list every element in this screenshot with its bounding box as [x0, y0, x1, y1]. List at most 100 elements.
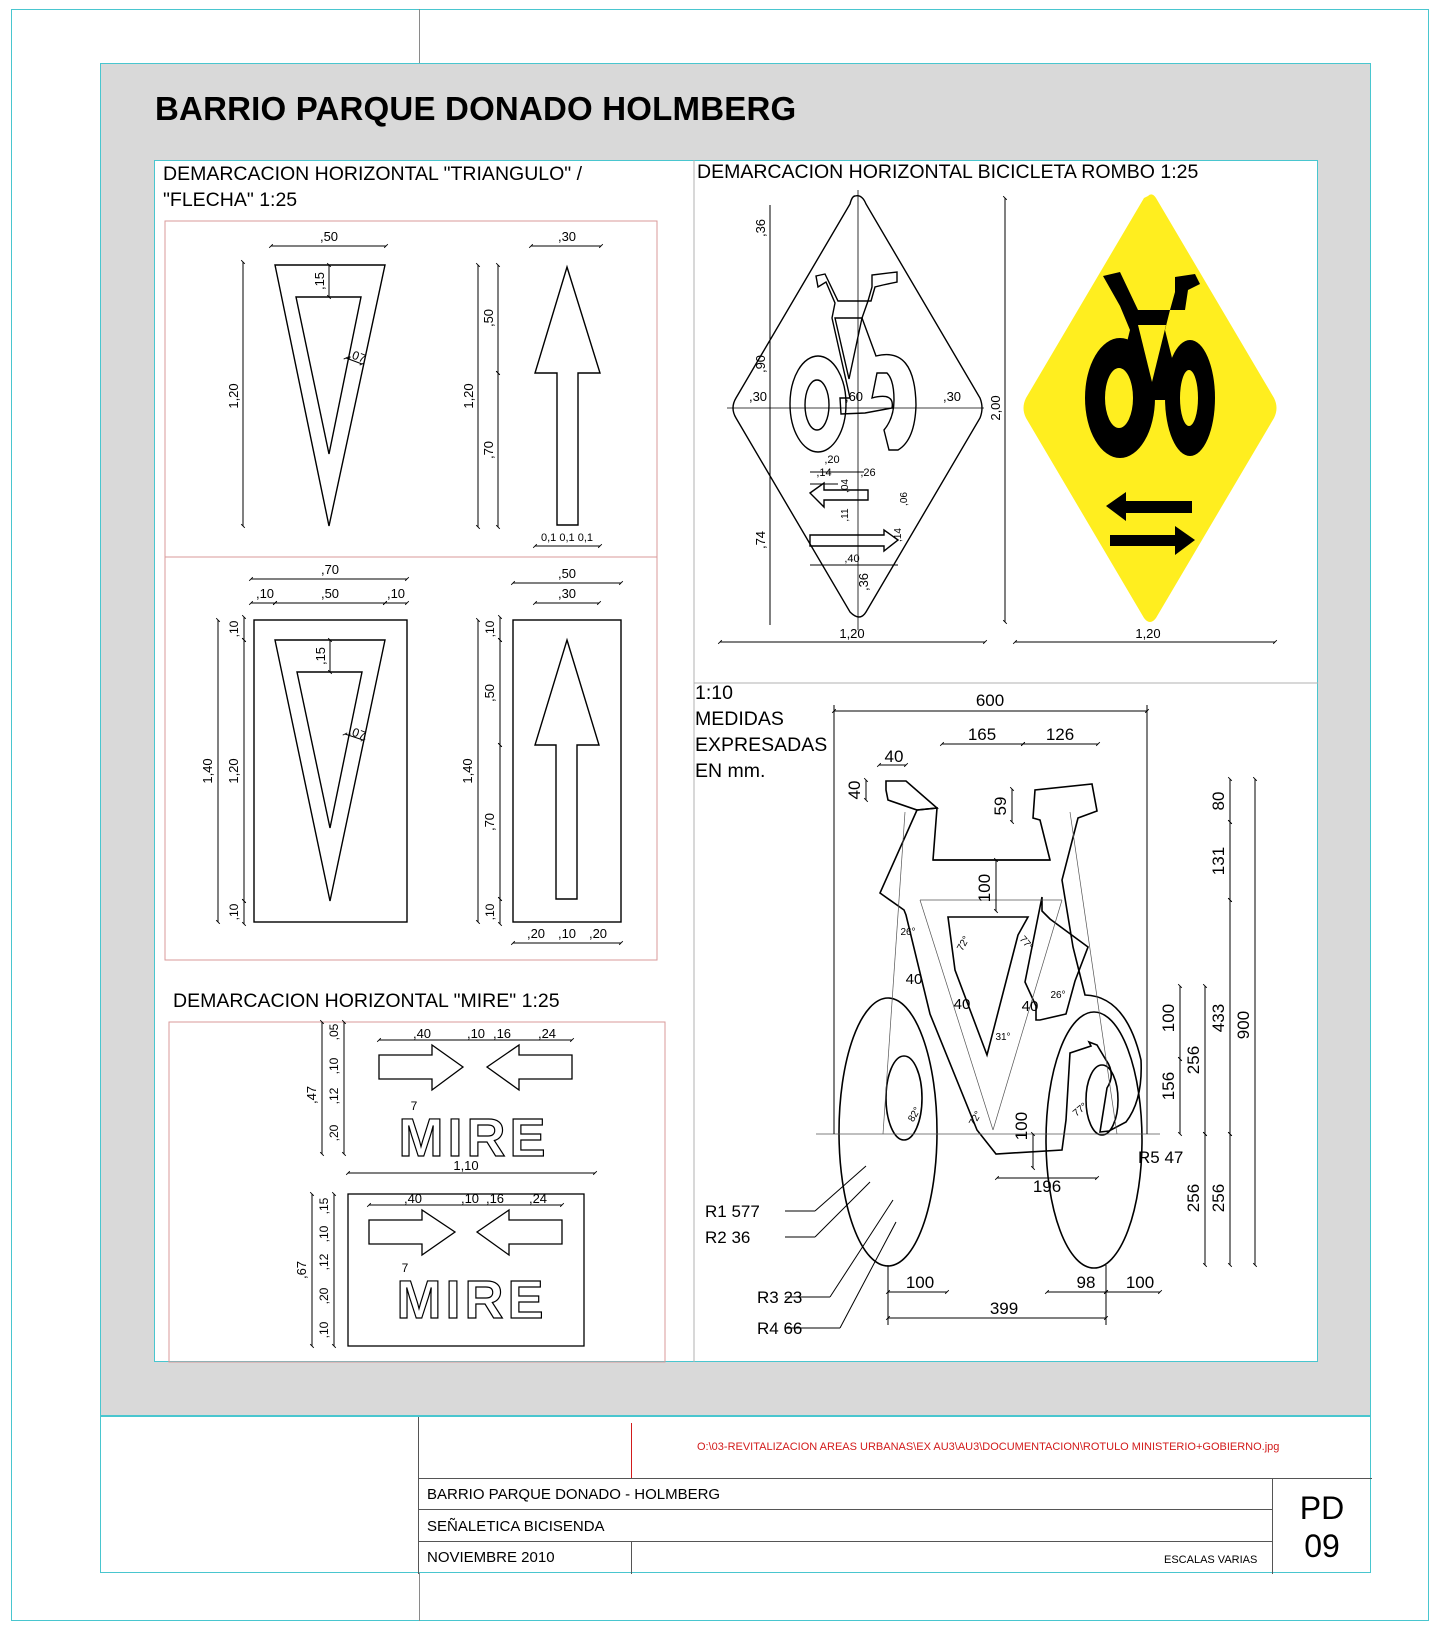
margin-line-top [419, 9, 420, 63]
dim-bike-196: 196 [1033, 1177, 1061, 1196]
sheet-code-number: 09 [1304, 1528, 1340, 1564]
dim-bike-b100b: 100 [1126, 1273, 1154, 1292]
dim-mire2-k5: ,10 [317, 1321, 331, 1338]
mire-arrow-right [378, 1043, 465, 1092]
handlebar [885, 780, 939, 811]
dim-rh-height: 2,00 [988, 395, 1003, 420]
dim-rh-center: ,60 [845, 389, 863, 404]
dim-bike-100c: 100 [1012, 1112, 1031, 1140]
tb-divider-v1 [418, 1417, 419, 1574]
tb-divider-h3 [418, 1541, 1272, 1542]
tb-divider-v2 [1272, 1478, 1273, 1574]
dim-tri-width: ,50 [320, 229, 338, 244]
dim-arr2-mid: ,50 [482, 684, 497, 702]
dim-bike-40: 40 [885, 747, 904, 766]
dim-tri2-mid: ,50 [321, 586, 339, 601]
units-line-2: EXPRESADAS [695, 734, 828, 756]
rhombus-bike-outline [717, 190, 1278, 645]
bike-detail-drawing [785, 705, 1258, 1329]
drawing-scale: ESCALAS VARIAS [1164, 1554, 1258, 1566]
triangle-outer [274, 264, 386, 527]
dim-bike-100a: 100 [975, 874, 994, 902]
dim-arr-width: ,30 [558, 229, 576, 244]
dim-mire2-k4: ,20 [317, 1287, 331, 1304]
triangle-frame [253, 619, 408, 923]
dim-rh-right: ,30 [943, 389, 961, 404]
units-line-3: EN mm. [695, 760, 766, 782]
drawing-date: NOVIEMBRE 2010 [427, 1549, 555, 1566]
dim-bike-h40: 40 [845, 781, 864, 800]
tb-divider-h2 [418, 1509, 1272, 1510]
dim-mire2-h: ,67 [294, 1261, 309, 1279]
outer-frame [11, 9, 1429, 1621]
triangle-outer [274, 639, 386, 902]
dim-mire2-40: ,40 [404, 1191, 422, 1206]
scale-label: 1:10 [695, 682, 733, 704]
arrow-marking-1 [475, 243, 604, 549]
dim-bike-80: 80 [1209, 792, 1228, 811]
dim-mire-h: ,47 [304, 1086, 319, 1104]
rhombus-outline [732, 194, 983, 618]
ang-77b: 77° [1071, 1101, 1090, 1119]
tb-divider-red [631, 1423, 632, 1478]
dim-bike-g40b: 40 [954, 996, 971, 1013]
mire2-arrow-right [368, 1208, 457, 1257]
arrow-marking-2 [475, 580, 624, 946]
tb-divider-v3 [631, 1541, 632, 1574]
dim-bike-256b: 256 [1184, 1184, 1203, 1212]
margin-line-bottom [419, 1572, 420, 1621]
dim-mire-10: ,10 [467, 1026, 485, 1041]
frame-mire [168, 1021, 666, 1363]
dim-mire2-seven: 7 [402, 1261, 409, 1275]
dim-tri-top: ,15 [312, 272, 327, 290]
dim-mire-seven: 7 [411, 1099, 418, 1113]
bike-rear-wheel-inner [804, 379, 830, 431]
triangle-inner [296, 671, 363, 829]
dim-rh-26: ,26 [860, 467, 875, 479]
dim-bike-g40c: 40 [1022, 998, 1039, 1015]
dim-rh-bottom2: ,36 [856, 573, 871, 591]
arrow-outline [534, 637, 600, 900]
dim-arr2-inner: ,30 [558, 586, 576, 601]
dim-mire2-24: ,24 [529, 1191, 547, 1206]
dim-tri-height: 1,20 [226, 383, 241, 408]
section-title-mire: DEMARCACION HORIZONTAL "MIRE" 1:25 [173, 990, 560, 1012]
dim-bike-r2: R2 36 [705, 1228, 750, 1247]
dim-mire-h1: ,05 [327, 1023, 341, 1040]
dim-lines [215, 576, 410, 927]
dim-bike-g40a: 40 [906, 971, 923, 988]
section-title-bike-detail: 1:10 MEDIDAS EXPRESADAS EN mm. [695, 680, 827, 784]
sheet-code-prefix: PD [1299, 1490, 1345, 1526]
section-title-bike-rhombus: DEMARCACION HORIZONTAL BICICLETA ROMBO 1… [697, 161, 1199, 183]
dim-arr2-top: ,10 [483, 620, 497, 637]
dim-bike-600: 600 [976, 691, 1004, 710]
dim-bike-b98: 98 [1077, 1273, 1096, 1292]
dim-rh-11: ,11 [840, 508, 851, 522]
mire-word-2: MIRE [397, 1270, 548, 1330]
dim-tri2-top: ,10 [227, 620, 241, 637]
dim-arr2-low: ,70 [482, 813, 497, 831]
dim-lines [309, 1191, 565, 1349]
dim-lines [319, 1019, 598, 1176]
bike-frame-outline [815, 271, 917, 451]
title-block: O:\03-REVITALIZACION AREAS URBANAS\EX AU… [100, 1416, 1372, 1574]
dim-tri2-height: 1,40 [200, 758, 215, 783]
dim-lines [785, 705, 1258, 1329]
frame-triangle-cutout [947, 916, 1030, 1058]
dim-bike-100b: 100 [1159, 1004, 1178, 1032]
rear-wheel-outer [838, 997, 938, 1267]
dim-mire-h2: ,10 [327, 1057, 341, 1074]
page-title: BARRIO PARQUE DONADO HOLMBERG [155, 90, 797, 127]
dim-arr-height: 1,20 [461, 383, 476, 408]
dim-bike-256a: 256 [1184, 1046, 1203, 1074]
dim-mire-24: ,24 [538, 1026, 556, 1041]
dim-rh-left: ,30 [749, 389, 767, 404]
dim-rh-mid: ,90 [753, 355, 768, 373]
bike-detail-labels: 600 165 126 40 40 59 80 131 100 100 256 … [705, 691, 1253, 1338]
dim-mire2-k2: ,10 [317, 1225, 331, 1242]
mire-frame [347, 1193, 585, 1347]
construction-lines [816, 811, 1160, 1135]
dim-bike-399: 399 [990, 1299, 1018, 1318]
